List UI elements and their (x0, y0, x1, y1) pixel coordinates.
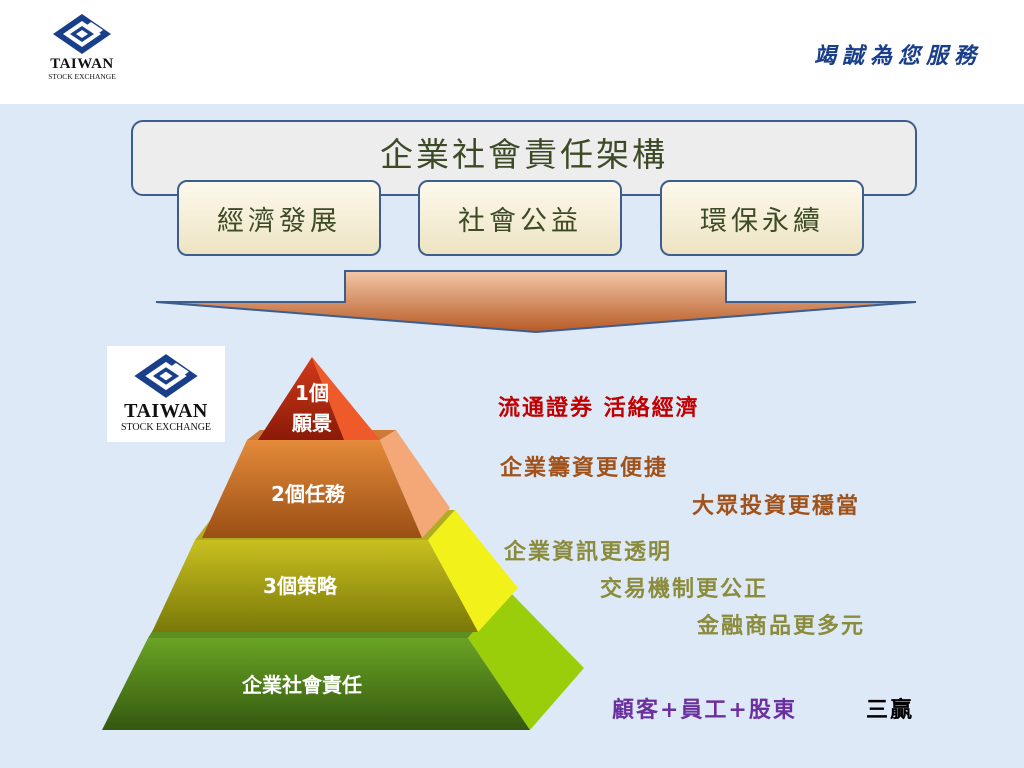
csr-result: 三贏 (866, 697, 915, 723)
down-arrow-icon (155, 270, 917, 334)
pyramid-label-strategies: 3個策略 (263, 574, 337, 598)
pyramid-label-vision-line1: 1個 (295, 381, 329, 405)
logo-name: TAIWAN (50, 56, 114, 72)
strategy-description-2: 交易機制更公正 (600, 576, 769, 602)
twse-logo-icon (53, 14, 111, 54)
vision-description: 流通證券 活絡經濟 (498, 395, 700, 421)
header: TAIWAN STOCK EXCHANGE 竭誠為您服務 (0, 0, 1024, 104)
strategy-description-3: 金融商品更多元 (697, 613, 866, 639)
mission-description-2: 大眾投資更穩當 (692, 493, 861, 519)
pillar-environment: 環保永續 (660, 180, 864, 256)
twse-logo-secondary: TAIWAN STOCK EXCHANGE (107, 346, 225, 442)
pyramid-label-csr: 企業社會責任 (242, 673, 362, 697)
slogan: 竭誠為您服務 (813, 43, 982, 69)
pillar-economic: 經濟發展 (177, 180, 381, 256)
pyramid-label-vision-line2: 願景 (292, 411, 332, 435)
pyramid-label-missions: 2個任務 (271, 482, 345, 506)
logo-secondary-subtitle: STOCK EXCHANGE (120, 422, 212, 433)
pyramid-label-vision: 1個 願景 (272, 378, 352, 438)
logo-subtitle: STOCK EXCHANGE (48, 72, 116, 81)
twse-logo-secondary-icon (134, 354, 198, 398)
pillar-social: 社會公益 (418, 180, 622, 256)
framework-title: 企業社會責任架構 (380, 135, 668, 174)
logo-secondary-name: TAIWAN (124, 400, 208, 422)
mission-description-1: 企業籌資更便捷 (500, 455, 669, 481)
pyramid-level-1 (258, 357, 380, 440)
csr-parties: 顧客+員工+股東 (612, 697, 797, 723)
twse-logo[interactable]: TAIWAN STOCK EXCHANGE (40, 12, 124, 92)
strategy-description-1: 企業資訊更透明 (504, 539, 673, 565)
